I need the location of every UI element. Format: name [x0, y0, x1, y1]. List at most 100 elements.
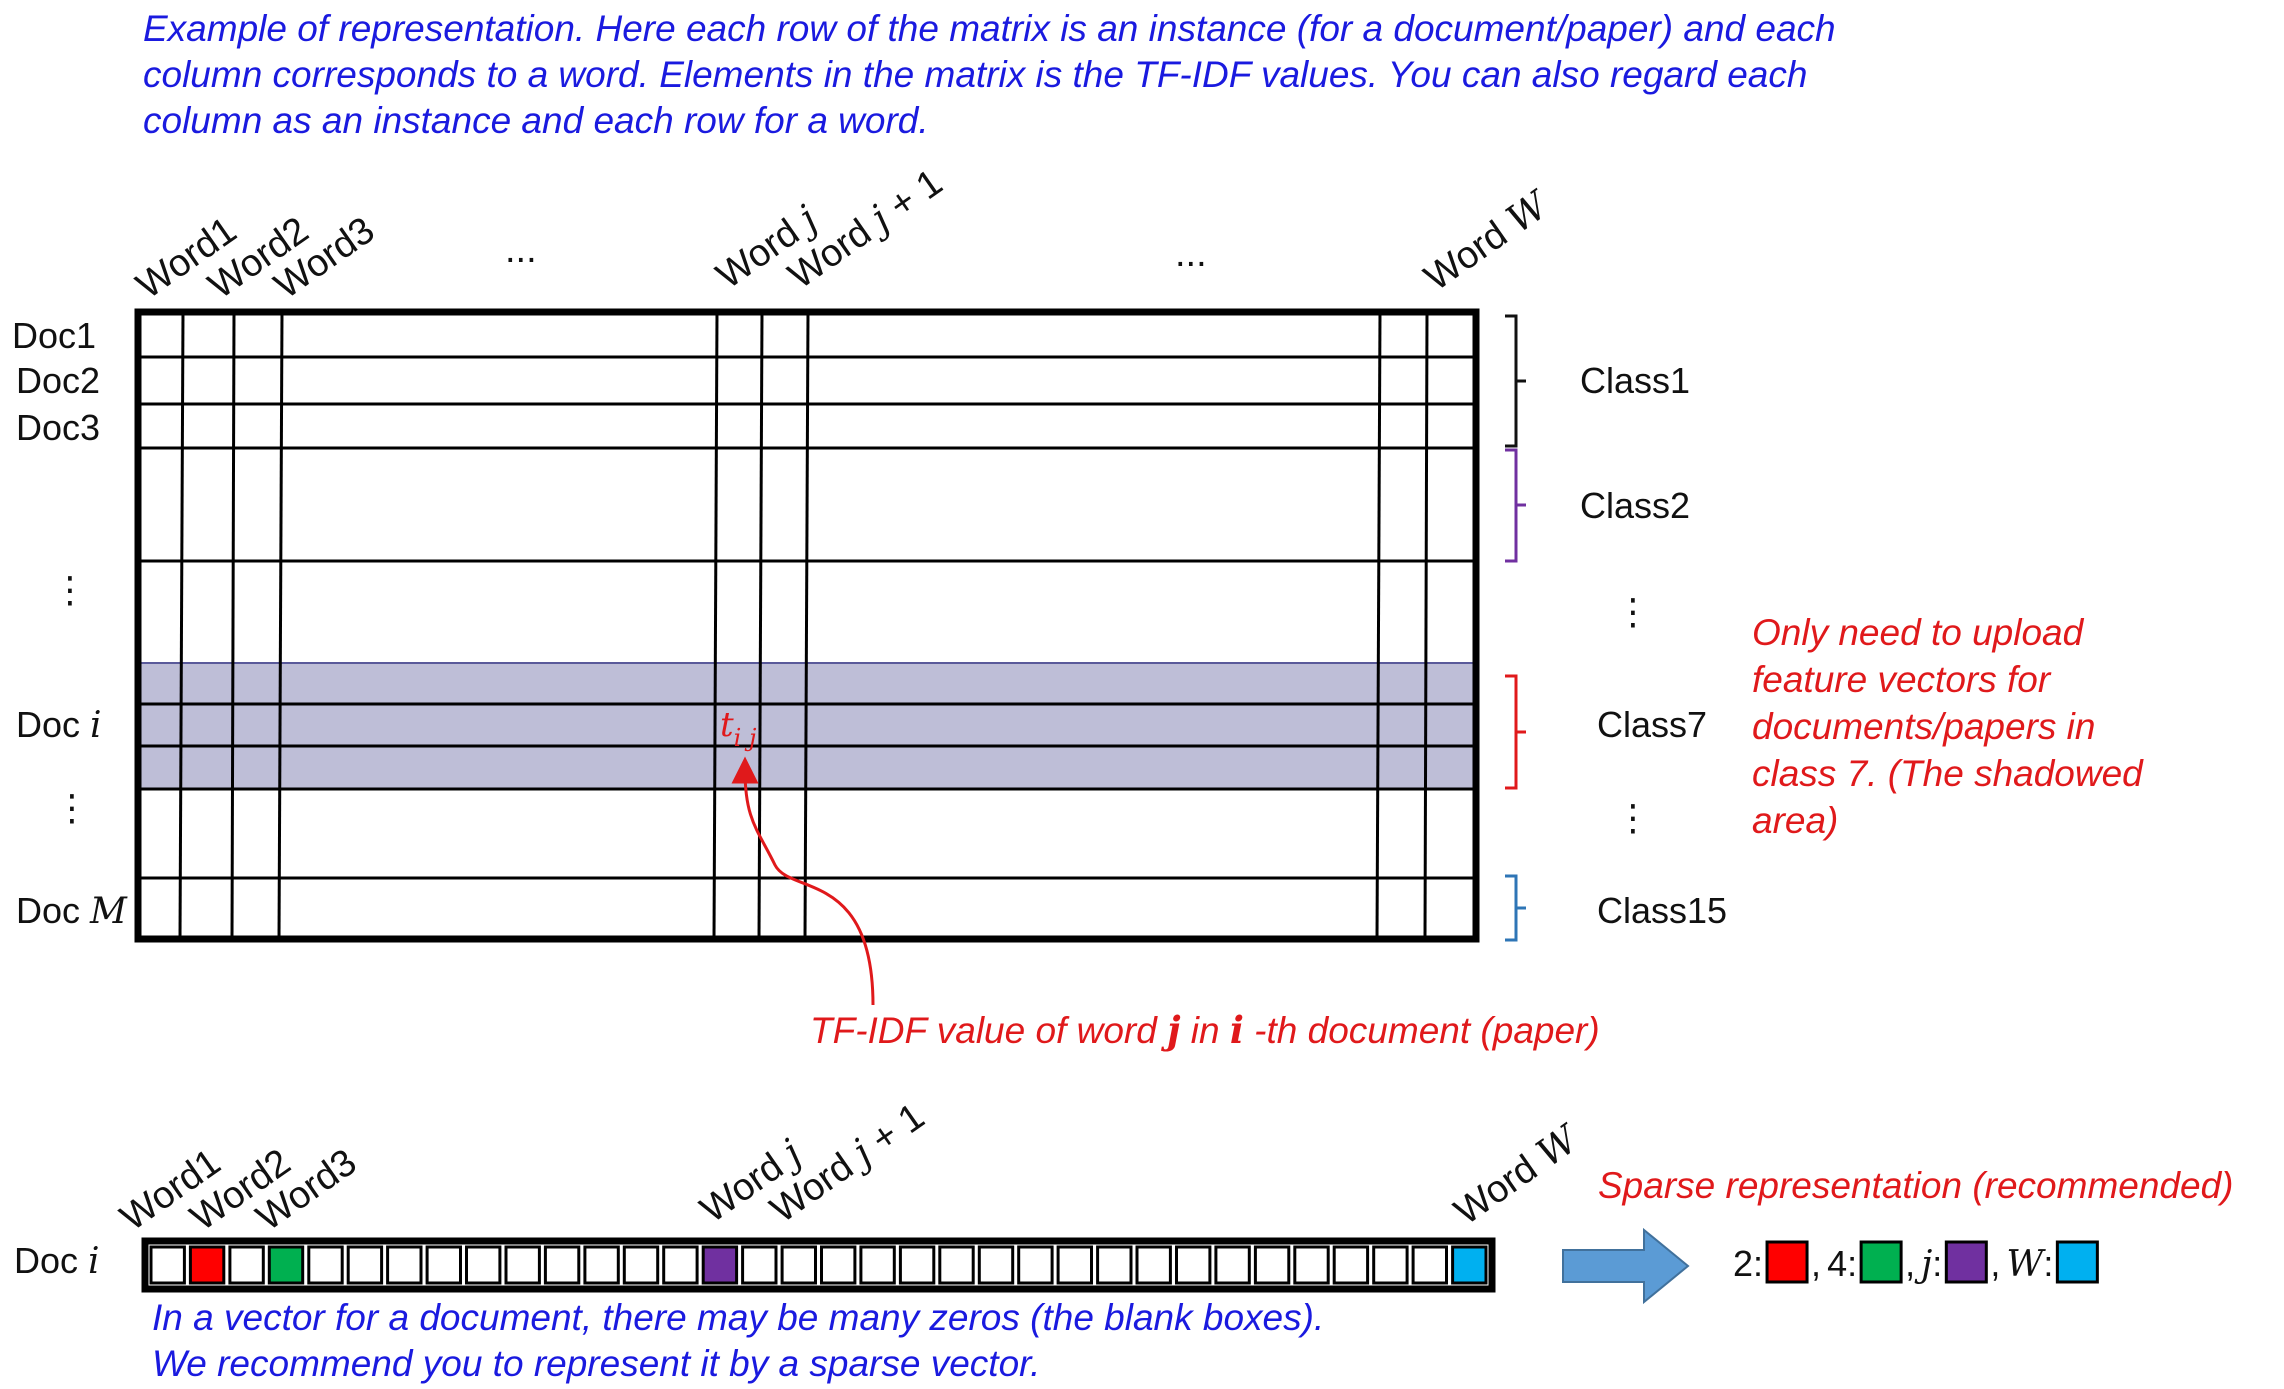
- v-line: [712, 311, 719, 940]
- v-line: [230, 311, 236, 940]
- col-label-word-w: Word W: [1416, 181, 1558, 299]
- sparse-separator: ,: [1811, 1243, 1821, 1284]
- vector-cell-empty: [425, 1245, 463, 1285]
- col-label-dots-right: ...: [1175, 233, 1207, 275]
- sparse-separator: ,: [1905, 1243, 1915, 1284]
- class-label-2: Class2: [1580, 485, 1690, 526]
- vector-cell-filled: [267, 1245, 305, 1285]
- row-label-doc-m: Doc M: [16, 890, 128, 932]
- vector-cell-empty: [859, 1245, 896, 1285]
- bracket-class2: [1505, 448, 1526, 563]
- vector-cell-empty: [1293, 1245, 1330, 1285]
- class-brackets: [1505, 314, 1526, 942]
- vector-cell-empty: [1056, 1245, 1093, 1285]
- vector-cell-empty: [543, 1245, 581, 1285]
- vector-note-line-2: We recommend you to represent it by a sp…: [152, 1343, 1040, 1384]
- matrix-column-labels: Word1 Word2 Word3 ... Word j Word j + 1 …: [129, 161, 1558, 307]
- vector-cell-empty: [977, 1245, 1015, 1285]
- class-labels: Class1 Class2 ⋮ Class7 ⋮ Class15: [1580, 360, 1727, 931]
- vector-cell-filled: [701, 1245, 739, 1285]
- cell-label-tij: ti j: [720, 705, 757, 752]
- sparse-separator: ,: [1990, 1243, 2000, 1284]
- vector-cell-empty: [662, 1245, 699, 1285]
- vector-border: [141, 1237, 1496, 1293]
- tfidf-note: TF-IDF value of word j in i -th document…: [810, 1008, 1600, 1052]
- vector-cell-empty: [1253, 1245, 1291, 1285]
- vector-cell-empty: [307, 1245, 344, 1285]
- v-line: [757, 311, 764, 940]
- sparse-item-key: j:: [1914, 1243, 1942, 1285]
- col-label-dots-left: ...: [505, 229, 537, 271]
- intro-paragraph: Example of representation. Here each row…: [143, 8, 1836, 141]
- vector-cell-empty: [898, 1245, 936, 1285]
- upload-note-line-5: area): [1752, 800, 1838, 841]
- vector-cell-empty: [1372, 1245, 1409, 1285]
- class-label-7: Class7: [1597, 704, 1707, 745]
- vector-cell-empty: [583, 1245, 620, 1285]
- vector-cell-empty: [1175, 1245, 1212, 1285]
- vector-cell-empty: [741, 1245, 778, 1285]
- v-line: [803, 311, 810, 940]
- vector-cells: [149, 1245, 1488, 1285]
- vector-cell-filled: [188, 1245, 226, 1285]
- class-label-vdots-2: ⋮: [1615, 797, 1651, 838]
- vector-cell-empty: [504, 1245, 541, 1285]
- vector-cell-empty: [820, 1245, 857, 1285]
- matrix-border: [134, 308, 1480, 943]
- vector-cell-empty: [1214, 1245, 1251, 1285]
- bracket-class15: [1505, 874, 1526, 942]
- sparse-item-box: [1859, 1240, 1903, 1284]
- v-line: [178, 311, 185, 940]
- vector-cell-empty: [938, 1245, 975, 1285]
- row-label-doc1: Doc1: [12, 315, 96, 356]
- matrix-grid: [134, 308, 1480, 943]
- vector-row-label: Doc i: [14, 1240, 100, 1282]
- sparse-item-key: 2:: [1733, 1243, 1763, 1284]
- upload-note-line-2: feature vectors for: [1752, 659, 2052, 700]
- upload-note: Only need to upload feature vectors for …: [1752, 612, 2144, 841]
- vector-cell-filled: [1451, 1245, 1488, 1285]
- vector-cell-empty: [622, 1245, 660, 1285]
- upload-note-line-3: documents/papers in: [1752, 706, 2095, 747]
- sparse-item-box: [2055, 1240, 2099, 1284]
- vector-note-line-1: In a vector for a document, there may be…: [152, 1297, 1324, 1338]
- intro-line-2: column corresponds to a word. Elements i…: [143, 54, 1807, 95]
- vector-column-labels: Word1 Word2 Word3 Word j Word j + 1 Word…: [113, 1095, 1588, 1239]
- sparse-items: 2: , 4:, j:, W:: [1733, 1240, 2099, 1285]
- vector-cell-empty: [1017, 1245, 1054, 1285]
- vector-cell-empty: [780, 1245, 817, 1285]
- sparse-item-key: 4:: [1827, 1243, 1857, 1284]
- tfidf-arrow: [731, 756, 875, 1006]
- v-line: [1423, 311, 1429, 940]
- vector-cell-empty: [386, 1245, 423, 1285]
- vector-cell-empty: [149, 1245, 186, 1285]
- v-line: [277, 311, 284, 940]
- row-label-doc-i: Doc i: [16, 704, 102, 746]
- vector-cell-empty: [1332, 1245, 1370, 1285]
- class-label-vdots-1: ⋮: [1615, 591, 1651, 632]
- upload-note-line-4: class 7. (The shadowed: [1752, 753, 2144, 794]
- bracket-class7: [1505, 674, 1526, 790]
- matrix-row-labels: Doc1 Doc2 Doc3 ⋮ Doc i ⋮ Doc M: [12, 315, 128, 932]
- class-label-15: Class15: [1597, 890, 1727, 931]
- vector-cell-empty: [228, 1245, 265, 1285]
- sparse-item-key: W:: [2006, 1243, 2053, 1285]
- class-label-1: Class1: [1580, 360, 1690, 401]
- vec-label-word-w: Word W: [1446, 1115, 1588, 1233]
- intro-line-3: column as an instance and each row for a…: [143, 100, 929, 141]
- row-label-doc2: Doc2: [16, 360, 100, 401]
- bracket-class1: [1505, 314, 1526, 448]
- sparse-title: Sparse representation (recommended): [1598, 1165, 2234, 1206]
- sparse-arrow: [1562, 1227, 1690, 1305]
- intro-line-1: Example of representation. Here each row…: [143, 8, 1836, 49]
- vector-cell-empty: [465, 1245, 502, 1285]
- row-label-doc3: Doc3: [16, 407, 100, 448]
- vector-cell-empty: [1096, 1245, 1133, 1285]
- sparse-item-box: [1944, 1240, 1988, 1284]
- sparse-item-box: [1765, 1240, 1809, 1284]
- vector-cell-empty: [346, 1245, 384, 1285]
- v-line: [1375, 311, 1382, 940]
- row-label-vdots-1: ⋮: [52, 569, 88, 610]
- vector-cell-empty: [1135, 1245, 1172, 1285]
